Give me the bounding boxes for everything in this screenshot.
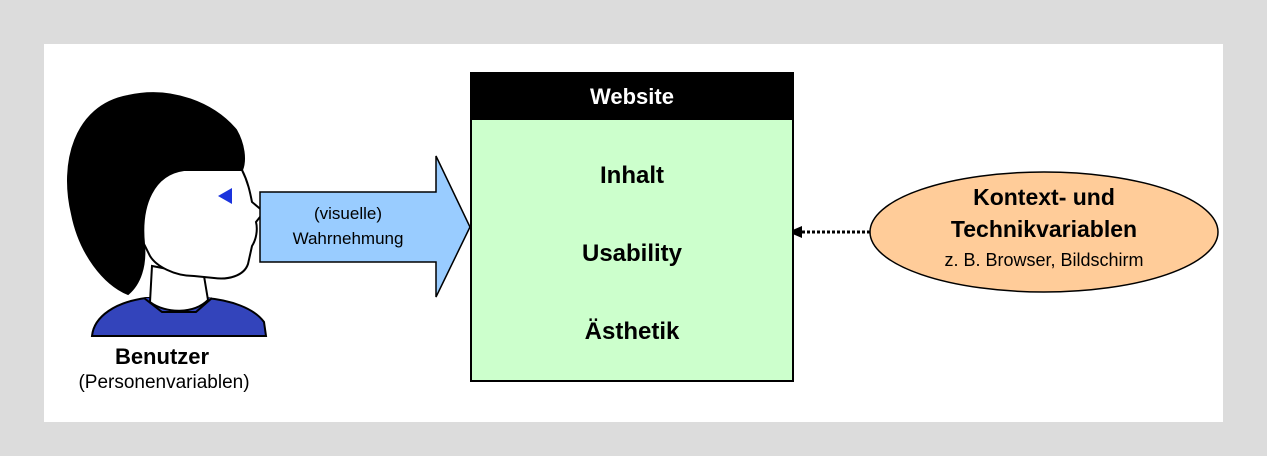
diagram-graphics: [67, 92, 1219, 337]
perception-label-line1: (visuelle): [313, 204, 383, 223]
context-connector-arrowhead: [788, 226, 802, 238]
website-header: Website: [472, 74, 792, 120]
diagram-canvas: Benutzer (Personenvariablen) (visuelle) …: [44, 44, 1223, 422]
user-title: Benutzer: [114, 344, 210, 369]
user-subtitle: (Personenvariablen): [78, 372, 250, 393]
user-neck: [148, 264, 210, 312]
user-figure-icon: [67, 92, 268, 337]
user-face: [142, 169, 266, 280]
context-label-line2: Technikvariablen: [950, 216, 1138, 242]
website-item-aesthetik: Ästhetik: [584, 318, 680, 345]
website-box: Website Inhalt Usability Ästhetik: [470, 72, 794, 382]
perception-arrow: [259, 155, 471, 298]
context-label-line1: Kontext- und: [973, 184, 1115, 210]
website-item-inhalt: Inhalt: [600, 162, 664, 189]
website-item-usability: Usability: [581, 240, 683, 267]
perception-label-line2: Wahrnehmung: [292, 229, 404, 248]
context-label-line3: z. B. Browser, Bildschirm: [944, 250, 1144, 270]
user-eye: [218, 188, 232, 204]
